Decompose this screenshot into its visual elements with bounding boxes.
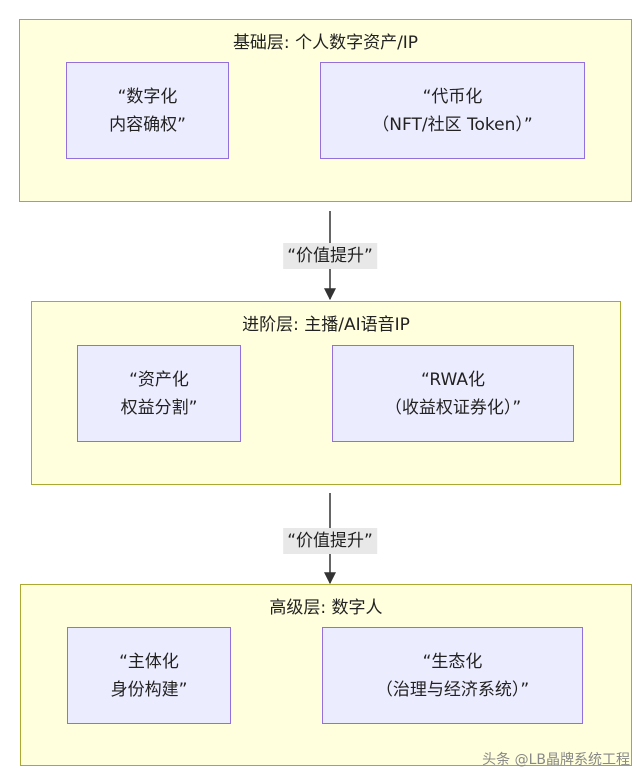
node-digitize-line1: “数字化 xyxy=(117,86,178,107)
node-assetize-line1: “资产化 xyxy=(129,369,189,390)
layer-advanced-title: 进阶层: 主播/AI语音IP xyxy=(242,315,410,335)
node-rwa: “RWA化 （收益权证券化）” xyxy=(332,345,574,442)
node-ecosystem-line1: “生态化 xyxy=(422,651,483,672)
node-ecosystem: “生态化 （治理与经济系统）” xyxy=(322,627,583,724)
node-rwa-line1: “RWA化 xyxy=(421,369,485,390)
layer-senior-title: 高级层: 数字人 xyxy=(269,598,383,618)
node-assetize: “资产化 权益分割” xyxy=(77,345,241,442)
node-tokenize: “代币化 （NFT/社区 Token）” xyxy=(320,62,585,159)
layer-basic-title: 基础层: 个人数字资产/IP xyxy=(232,33,419,53)
node-assetize-line2: 权益分割” xyxy=(120,397,198,418)
node-subjectify: “主体化 身份构建” xyxy=(67,627,231,724)
node-subjectify-line1: “主体化 xyxy=(119,651,179,672)
node-subjectify-line2: 身份构建” xyxy=(110,679,188,700)
watermark-text: 头条 @LB晶牌系统工程 xyxy=(482,752,630,768)
edge-label-value-up-1: “价值提升” xyxy=(283,243,377,269)
node-digitize: “数字化 内容确权” xyxy=(66,62,229,159)
node-tokenize-line2: （NFT/社区 Token）” xyxy=(372,114,533,135)
node-tokenize-line1: “代币化 xyxy=(422,86,483,107)
edge-label-value-up-2: “价值提升” xyxy=(283,528,377,554)
node-digitize-line2: 内容确权” xyxy=(109,114,186,135)
node-rwa-line2: （收益权证券化）” xyxy=(384,397,522,418)
node-ecosystem-line2: （治理与经济系统）” xyxy=(375,679,530,700)
